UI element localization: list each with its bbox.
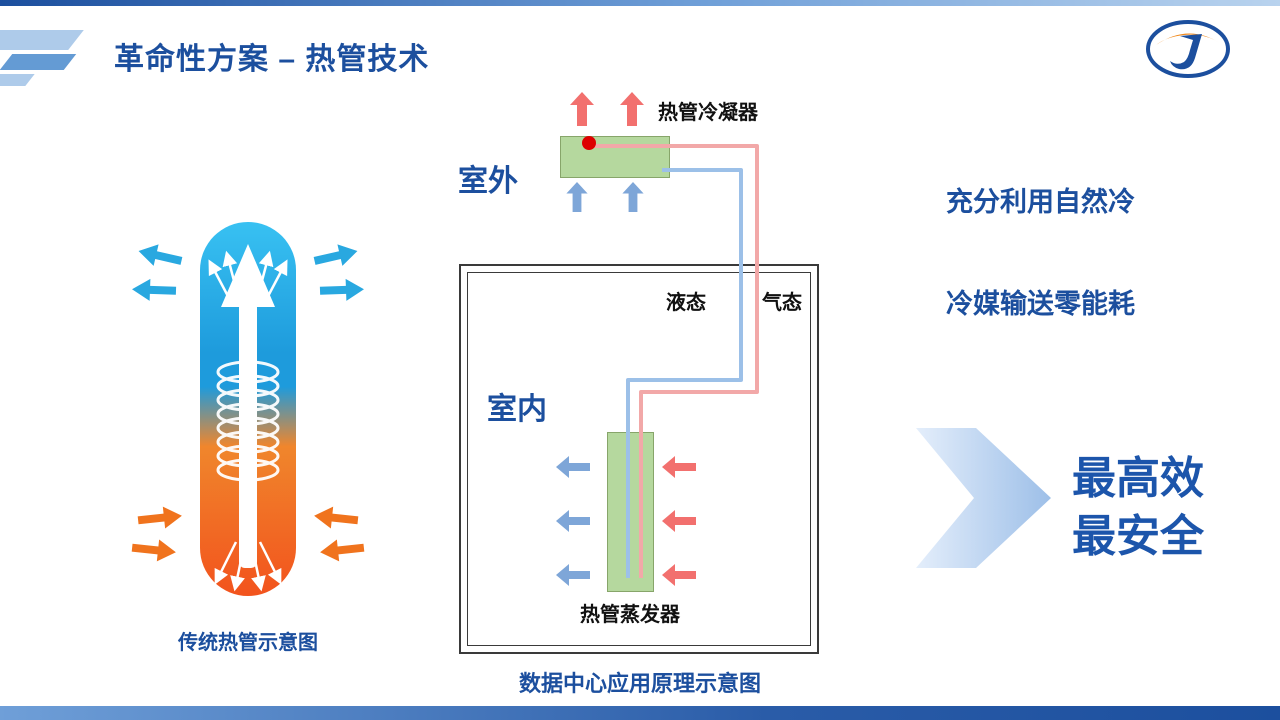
blue-left-arrow-icon xyxy=(556,456,590,478)
red-left-arrow-icon xyxy=(662,456,696,478)
header-decoration-shape xyxy=(0,30,84,50)
blue-left-arrow-icon xyxy=(556,564,590,586)
header-decoration-shape xyxy=(0,54,77,70)
traditional-diagram-caption: 传统热管示意图 xyxy=(178,632,318,654)
traditional-heat-pipe-illustration xyxy=(130,222,366,596)
condenser-label: 热管冷凝器 xyxy=(658,102,758,124)
condenser-block xyxy=(560,136,670,178)
bottom-accent-bar xyxy=(0,706,1280,720)
rising-flow-arrow-icon xyxy=(221,244,275,568)
red-up-arrow-icon xyxy=(570,92,594,126)
evaporator-label: 热管蒸发器 xyxy=(580,604,680,626)
red-up-arrow-icon xyxy=(620,92,644,126)
header-decoration-shape xyxy=(0,74,35,86)
highlight-most-efficient: 最高效 xyxy=(1072,454,1204,503)
blue-left-arrow-icon xyxy=(556,510,590,532)
heat-release-fan-icon xyxy=(208,250,288,301)
red-left-arrow-icon xyxy=(662,564,696,586)
top-accent-bar xyxy=(0,0,1280,6)
evaporator-block xyxy=(607,432,654,592)
benefit-point-1: 充分利用自然冷 xyxy=(946,187,1135,217)
blue-up-arrow-icon xyxy=(566,182,588,212)
indoor-label: 室内 xyxy=(487,393,547,426)
benefit-point-2: 冷媒输送零能耗 xyxy=(946,289,1135,319)
blue-up-arrow-icon xyxy=(622,182,644,212)
gas-state-label: 气态 xyxy=(762,292,802,314)
liquid-state-label: 液态 xyxy=(666,292,706,314)
company-logo xyxy=(1146,20,1230,78)
page-title: 革命性方案 – 热管技术 xyxy=(114,43,430,76)
benefit-arrow-icon xyxy=(916,428,1051,568)
heat-intake-fan-icon xyxy=(214,541,282,592)
outdoor-label: 室外 xyxy=(458,165,518,198)
red-left-arrow-icon xyxy=(662,510,696,532)
highlight-most-safe: 最安全 xyxy=(1072,512,1204,561)
datacenter-diagram-caption: 数据中心应用原理示意图 xyxy=(518,671,761,696)
